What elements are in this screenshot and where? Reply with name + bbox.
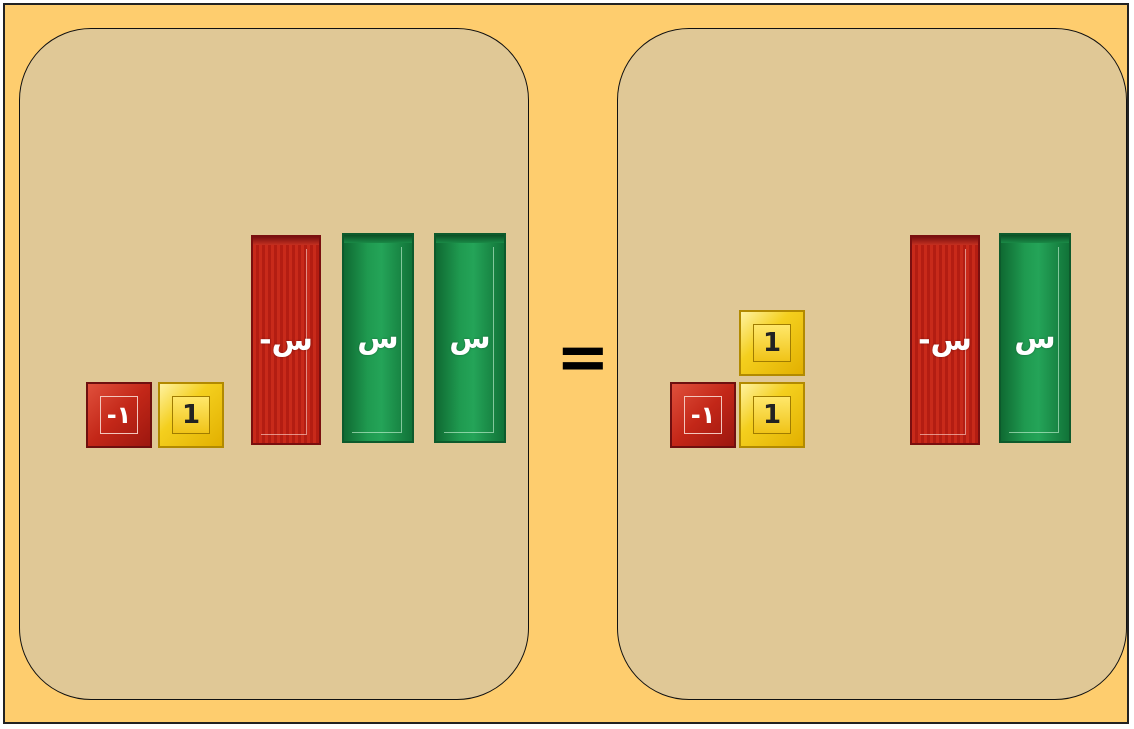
negative-unit-tile[interactable]: -١	[670, 382, 736, 448]
positive-unit-tile[interactable]: 1	[739, 382, 805, 448]
negative-x-tile[interactable]: -س	[910, 235, 980, 445]
negative-unit-label: -١	[106, 401, 132, 429]
positive-unit-tile[interactable]: 1	[739, 310, 805, 376]
negative-x-tile[interactable]: -س	[251, 235, 321, 445]
negative-x-label: -س	[259, 322, 313, 358]
positive-unit-tile[interactable]: 1	[158, 382, 224, 448]
positive-x-label: س	[449, 320, 491, 356]
positive-unit-label: 1	[762, 328, 782, 358]
positive-x-tile[interactable]: س	[434, 233, 506, 443]
negative-unit-label: -١	[690, 401, 716, 429]
positive-x-tile[interactable]: س	[342, 233, 414, 443]
equals-sign: =	[556, 321, 610, 395]
positive-unit-label: 1	[181, 400, 201, 430]
negative-x-label: -س	[918, 322, 972, 358]
positive-x-label: س	[357, 320, 399, 356]
negative-unit-tile[interactable]: -١	[86, 382, 152, 448]
positive-unit-label: 1	[762, 400, 782, 430]
positive-x-label: س	[1014, 320, 1056, 356]
positive-x-tile[interactable]: س	[999, 233, 1071, 443]
